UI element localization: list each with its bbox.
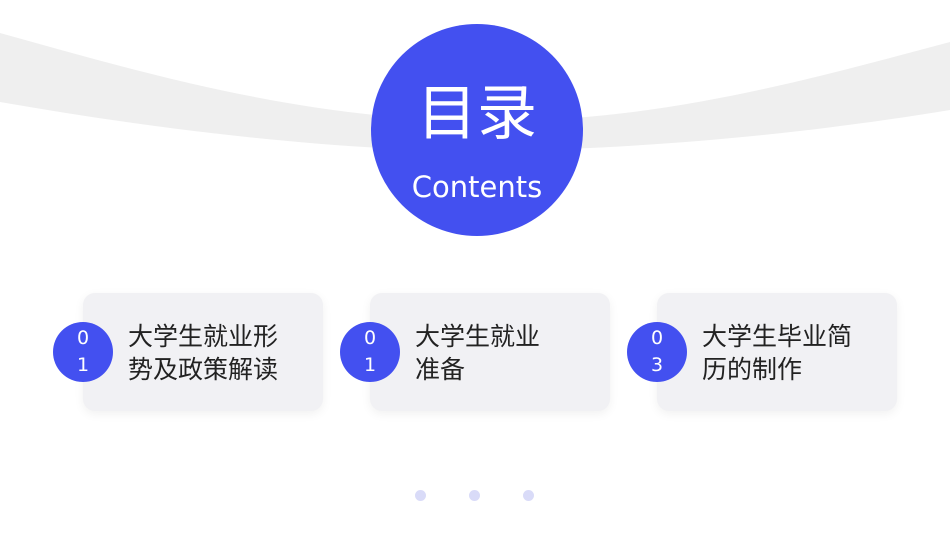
toc-item-title: 大学生就业 准备 xyxy=(415,320,605,386)
page-subtitle: Contents xyxy=(411,170,543,204)
pagination-dot-1 xyxy=(415,490,426,501)
pagination-dot-3 xyxy=(523,490,534,501)
pagination-dot-2 xyxy=(469,490,480,501)
toc-item-number-digit-1: 0 xyxy=(363,327,377,349)
title-circle: 目录 Contents xyxy=(371,24,583,236)
toc-item-number-digit-2: 1 xyxy=(76,354,90,376)
toc-item-number-digit-2: 3 xyxy=(650,354,664,376)
toc-item-2[interactable]: 0 1 大学生就业 准备 xyxy=(340,293,610,411)
toc-item-number-digit-2: 1 xyxy=(363,354,377,376)
page-title: 目录 xyxy=(417,79,537,149)
toc-item-3[interactable]: 0 3 大学生毕业简 历的制作 xyxy=(627,293,897,411)
toc-item-1[interactable]: 0 1 大学生就业形 势及政策解读 xyxy=(53,293,323,411)
toc-item-title-line-1: 大学生就业形 xyxy=(128,322,279,351)
toc-item-title-line-1: 大学生毕业简 xyxy=(702,322,853,351)
background-swoosh xyxy=(0,33,950,151)
toc-item-number-digit-1: 0 xyxy=(76,327,90,349)
toc-item-title-line-2: 历的制作 xyxy=(702,355,803,384)
toc-item-number-badge: 0 1 xyxy=(340,322,400,382)
toc-item-number-digit-1: 0 xyxy=(650,327,664,349)
toc-item-title-line-2: 准备 xyxy=(415,355,466,384)
toc-item-number-badge: 0 3 xyxy=(627,322,687,382)
toc-item-title: 大学生就业形 势及政策解读 xyxy=(128,320,318,386)
toc-item-title-line-2: 势及政策解读 xyxy=(128,355,279,384)
toc-item-title-line-1: 大学生就业 xyxy=(415,322,541,351)
toc-item-number-badge: 0 1 xyxy=(53,322,113,382)
toc-item-title: 大学生毕业简 历的制作 xyxy=(702,320,892,386)
